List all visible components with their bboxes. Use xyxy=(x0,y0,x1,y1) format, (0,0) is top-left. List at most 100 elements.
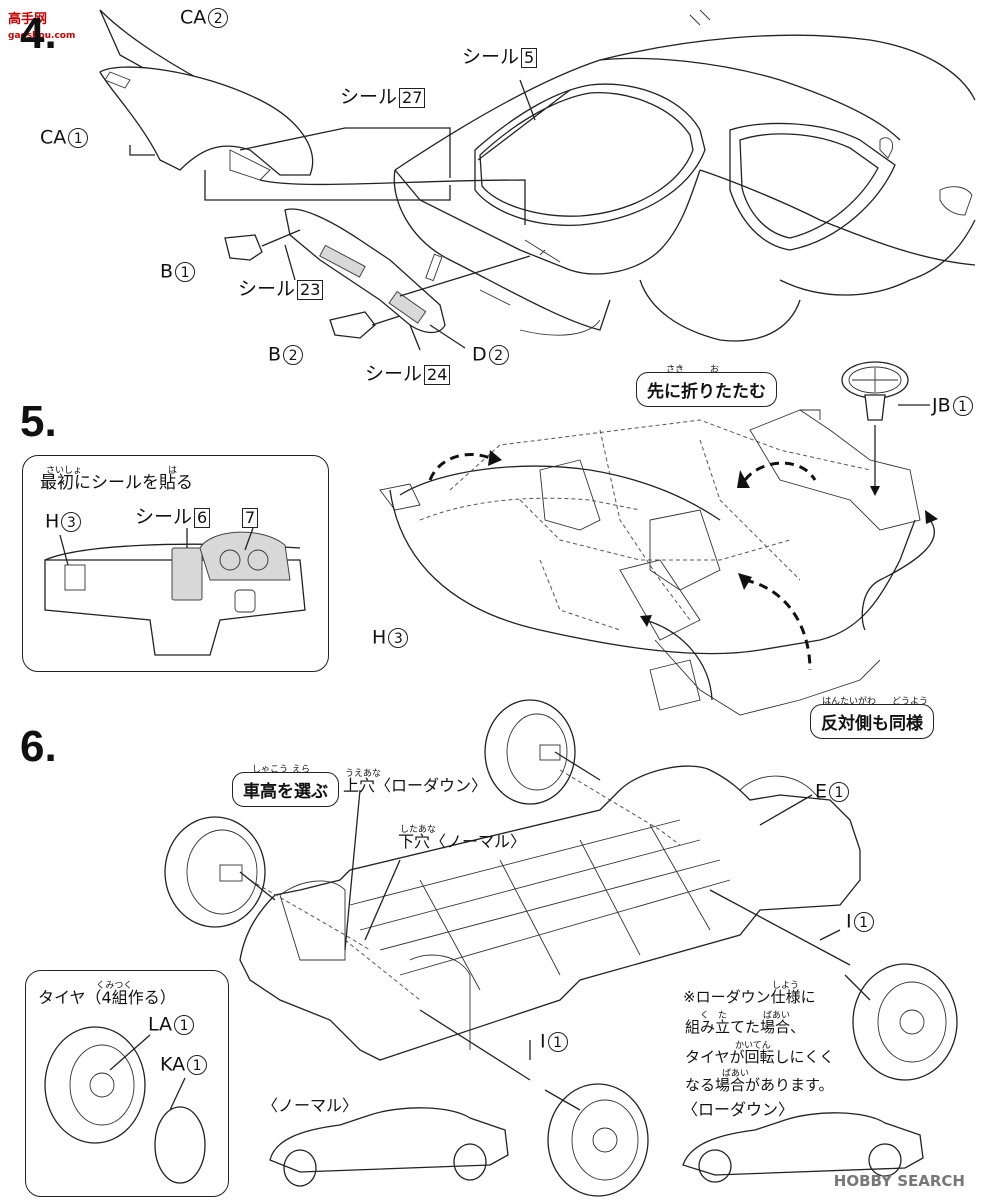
seal-number: 5 xyxy=(521,48,538,68)
seal-text: シール xyxy=(135,506,193,528)
note-line-2: 組み立てた場合、 xyxy=(685,1018,806,1036)
part-number: 1 xyxy=(187,1055,208,1075)
tire-inset-title: タイヤ（4組作る） xyxy=(38,988,176,1007)
note-line-3: タイヤが回転しにくく xyxy=(685,1048,835,1066)
car-normal-silhouette xyxy=(269,1107,509,1187)
watermark-logo-top: 高手网 gaoshou.com xyxy=(8,8,75,42)
part-number: 3 xyxy=(388,628,409,648)
part-number: 2 xyxy=(208,8,229,28)
note-ruby-2: く た ばあい xyxy=(700,1011,791,1021)
part-number: 1 xyxy=(853,912,874,932)
part-code: LA xyxy=(148,1013,173,1036)
inset-title: 最初にシールを貼る xyxy=(40,473,193,493)
tire-inset-drawing xyxy=(44,1026,206,1184)
part-number: 1 xyxy=(829,782,850,802)
part-code: KA xyxy=(160,1053,186,1076)
part-number: 1 xyxy=(68,128,89,148)
step-number-4: 4. xyxy=(20,9,57,58)
part-code: H xyxy=(372,626,387,649)
watermark-hobby-search: HOBBY SEARCH xyxy=(833,1172,965,1190)
part-code: I xyxy=(846,910,852,933)
chassis-part xyxy=(239,765,861,1061)
wheel-rear-right xyxy=(852,963,958,1081)
part-code: CA xyxy=(180,6,207,29)
seal-number: 7 xyxy=(242,508,259,528)
callout-height-ruby-2: えら xyxy=(292,765,311,775)
watermark-subtext: gaoshou.com xyxy=(8,31,76,41)
part-code: D xyxy=(472,343,487,366)
seal-number: 24 xyxy=(424,365,451,385)
callout-fold-ruby-2: お xyxy=(710,365,720,375)
callout-same-other-side: 反対側も同様 xyxy=(810,704,934,739)
interior-tub xyxy=(379,409,921,716)
note-line-1: ※ローダウン仕様に xyxy=(683,988,816,1006)
inset-label-seal-7: 7 xyxy=(240,508,259,528)
part-number: 2 xyxy=(283,345,304,365)
watermark-text: 高手网 xyxy=(8,12,48,27)
part-code: B xyxy=(160,260,174,283)
seal-text: シール xyxy=(238,278,296,300)
seal-number: 6 xyxy=(194,508,211,528)
inset-panel-seal xyxy=(22,455,329,672)
wheel-front-left xyxy=(164,816,266,928)
step-number-5: 5. xyxy=(20,397,57,446)
part-number: 3 xyxy=(61,512,82,532)
dashboard-inset xyxy=(44,531,306,656)
lower-hole-ruby: したあな xyxy=(400,825,437,835)
part-number: 1 xyxy=(952,396,973,416)
label-upper-hole: 上穴〈ローダウン〉 xyxy=(343,776,488,795)
callout-height-ruby-1: しゃこう xyxy=(252,765,289,775)
part-code: JB xyxy=(932,394,951,417)
label-normal-silhouette: 〈ノーマル〉 xyxy=(262,1096,359,1115)
callout-same-ruby-2: どうよう xyxy=(892,697,929,707)
inset-ruby-1: さいしょ xyxy=(46,466,83,476)
seal-text: シール xyxy=(340,86,398,108)
note-ruby-4: ばあい xyxy=(722,1069,750,1079)
rear-wing-part xyxy=(99,9,314,181)
upper-hole-ruby: うえあな xyxy=(345,769,382,779)
callout-choose-height: 車高を選ぶ xyxy=(232,772,339,807)
tire-inset-ruby: くみつく xyxy=(96,981,133,991)
callout-fold-first: 先に折りたたむ xyxy=(636,372,777,407)
car-rear-body xyxy=(393,9,976,342)
label-lower-hole: 下穴〈ノーマル〉 xyxy=(398,832,527,851)
rear-panel-part xyxy=(284,208,446,334)
part-number: 1 xyxy=(547,1032,568,1052)
part-number: 1 xyxy=(174,1015,195,1035)
seal-number: 27 xyxy=(399,88,426,108)
part-number: 1 xyxy=(175,262,196,282)
wheel-rear-left xyxy=(547,1083,649,1197)
inset-ruby-2: は xyxy=(168,466,178,476)
callout-fold-ruby-1: さき xyxy=(666,365,685,375)
callout-same-ruby-1: はんたいがわ xyxy=(822,697,877,707)
inset-panel-tire xyxy=(25,970,229,1197)
wheel-front-right xyxy=(484,699,576,805)
part-code: B xyxy=(268,343,282,366)
seal-number: 23 xyxy=(297,280,324,300)
part-number: 2 xyxy=(488,345,509,365)
step-number-6: 6. xyxy=(20,722,57,771)
part-code: I xyxy=(540,1030,546,1053)
label-lowdown-silhouette: 〈ローダウン〉 xyxy=(682,1100,795,1119)
seal-text: シール xyxy=(365,363,423,385)
car-lowdown-silhouette xyxy=(682,1112,924,1183)
part-code: H xyxy=(45,510,60,533)
